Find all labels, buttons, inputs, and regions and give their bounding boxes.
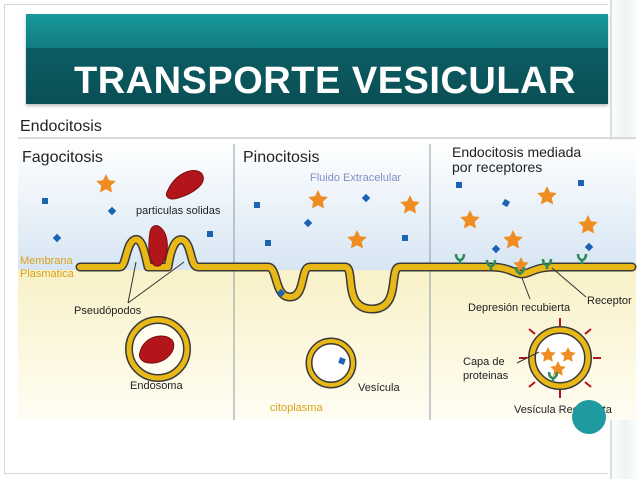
- diagram-heading: Endocitosis: [20, 118, 102, 135]
- star-icon: [503, 230, 523, 249]
- square-molecule-icon: [107, 206, 117, 216]
- receptor-icon: [576, 253, 588, 264]
- star-icon: [460, 210, 480, 229]
- label-vesicula: Vesícula: [358, 382, 400, 394]
- label-pseudopodos: Pseudópodos: [74, 305, 142, 317]
- heading-rule: [18, 137, 636, 139]
- star-icon: [400, 195, 420, 214]
- star-icon: [550, 361, 566, 376]
- square-molecule-icon: [52, 233, 62, 243]
- square-molecule-icon: [402, 235, 408, 241]
- section-fagocitosis: Fagocitosis: [22, 149, 103, 166]
- endosome-membrane: [126, 317, 190, 381]
- coat-protein-icon: [528, 328, 536, 335]
- star-icon: [308, 190, 328, 209]
- section-pinocitosis: Pinocitosis: [243, 149, 319, 166]
- label-fluido: Fluido Extracelular: [310, 172, 401, 184]
- label-receptor: Receptor: [587, 295, 632, 307]
- pseudopod-pointer-1: [127, 261, 137, 304]
- extracellular-area: [18, 140, 636, 270]
- star-icon: [537, 186, 557, 205]
- square-molecule-icon: [276, 288, 286, 298]
- square-molecule-icon: [361, 193, 371, 203]
- label-membrana-2: Plasmatica: [20, 268, 75, 280]
- slide-title: TRANSPORTE VESICULAR: [74, 60, 576, 102]
- receptor-icon: [485, 259, 497, 270]
- square-molecule-icon: [207, 231, 213, 237]
- section-receptores-2: por receptores: [452, 159, 542, 175]
- square-molecule-icon: [303, 218, 313, 228]
- star-icon: [96, 174, 116, 193]
- receptor-icon: [514, 266, 526, 275]
- square-molecule-icon: [42, 198, 48, 204]
- label-membrana-1: Membrana: [20, 255, 73, 267]
- square-molecule-icon: [254, 202, 260, 208]
- capa-pointer: [516, 351, 540, 364]
- title-bar: TRANSPORTE VESICULAR: [26, 14, 608, 104]
- slide-accent-circle: [572, 400, 606, 434]
- solid-particle-1: [165, 170, 204, 200]
- section-receptores-1: Endocitosis mediada: [452, 144, 581, 160]
- depresion-pointer: [521, 277, 531, 300]
- square-molecule-icon: [265, 240, 271, 246]
- coat-protein-icon: [584, 328, 592, 335]
- coat-protein-icon: [584, 381, 592, 388]
- receptor-pointer: [551, 267, 587, 298]
- label-particulas: particulas solidas: [136, 205, 221, 217]
- star-icon: [578, 215, 598, 234]
- label-capa-2: proteinas: [463, 370, 509, 382]
- title-band: [26, 14, 608, 48]
- square-molecule-icon: [491, 244, 501, 254]
- receptor-icon: [547, 371, 559, 382]
- pseudopod-pointer-2: [127, 261, 185, 304]
- receptor-icon: [541, 258, 553, 269]
- label-citoplasma: citoplasma: [270, 402, 323, 414]
- star-icon: [560, 347, 576, 362]
- pinocytosis-vesicle-membrane: [307, 339, 355, 387]
- coated-vesicle: [519, 318, 601, 398]
- endocytosis-diagram: Endocitosis Fagocitosis Pinocitosis Endo…: [18, 118, 637, 420]
- square-molecule-icon: [578, 180, 584, 186]
- membrane-fill: [77, 236, 635, 312]
- coat-protein-icon: [528, 381, 536, 388]
- solid-particle-2: [148, 225, 168, 267]
- plasma-membrane: [75, 234, 637, 314]
- vesicle-molecule: [338, 357, 346, 365]
- star-icon: [540, 347, 556, 362]
- coated-vesicle-membrane: [529, 327, 591, 389]
- endosome-particle: [139, 335, 175, 364]
- label-endosoma: Endosoma: [130, 380, 183, 392]
- star-icon: [347, 230, 367, 249]
- label-depresion: Depresión recubierta: [468, 302, 571, 314]
- square-molecule-icon: [456, 182, 462, 188]
- square-molecule-icon: [501, 198, 511, 208]
- label-capa-1: Capa de: [463, 356, 505, 368]
- receptor-icon: [454, 253, 466, 264]
